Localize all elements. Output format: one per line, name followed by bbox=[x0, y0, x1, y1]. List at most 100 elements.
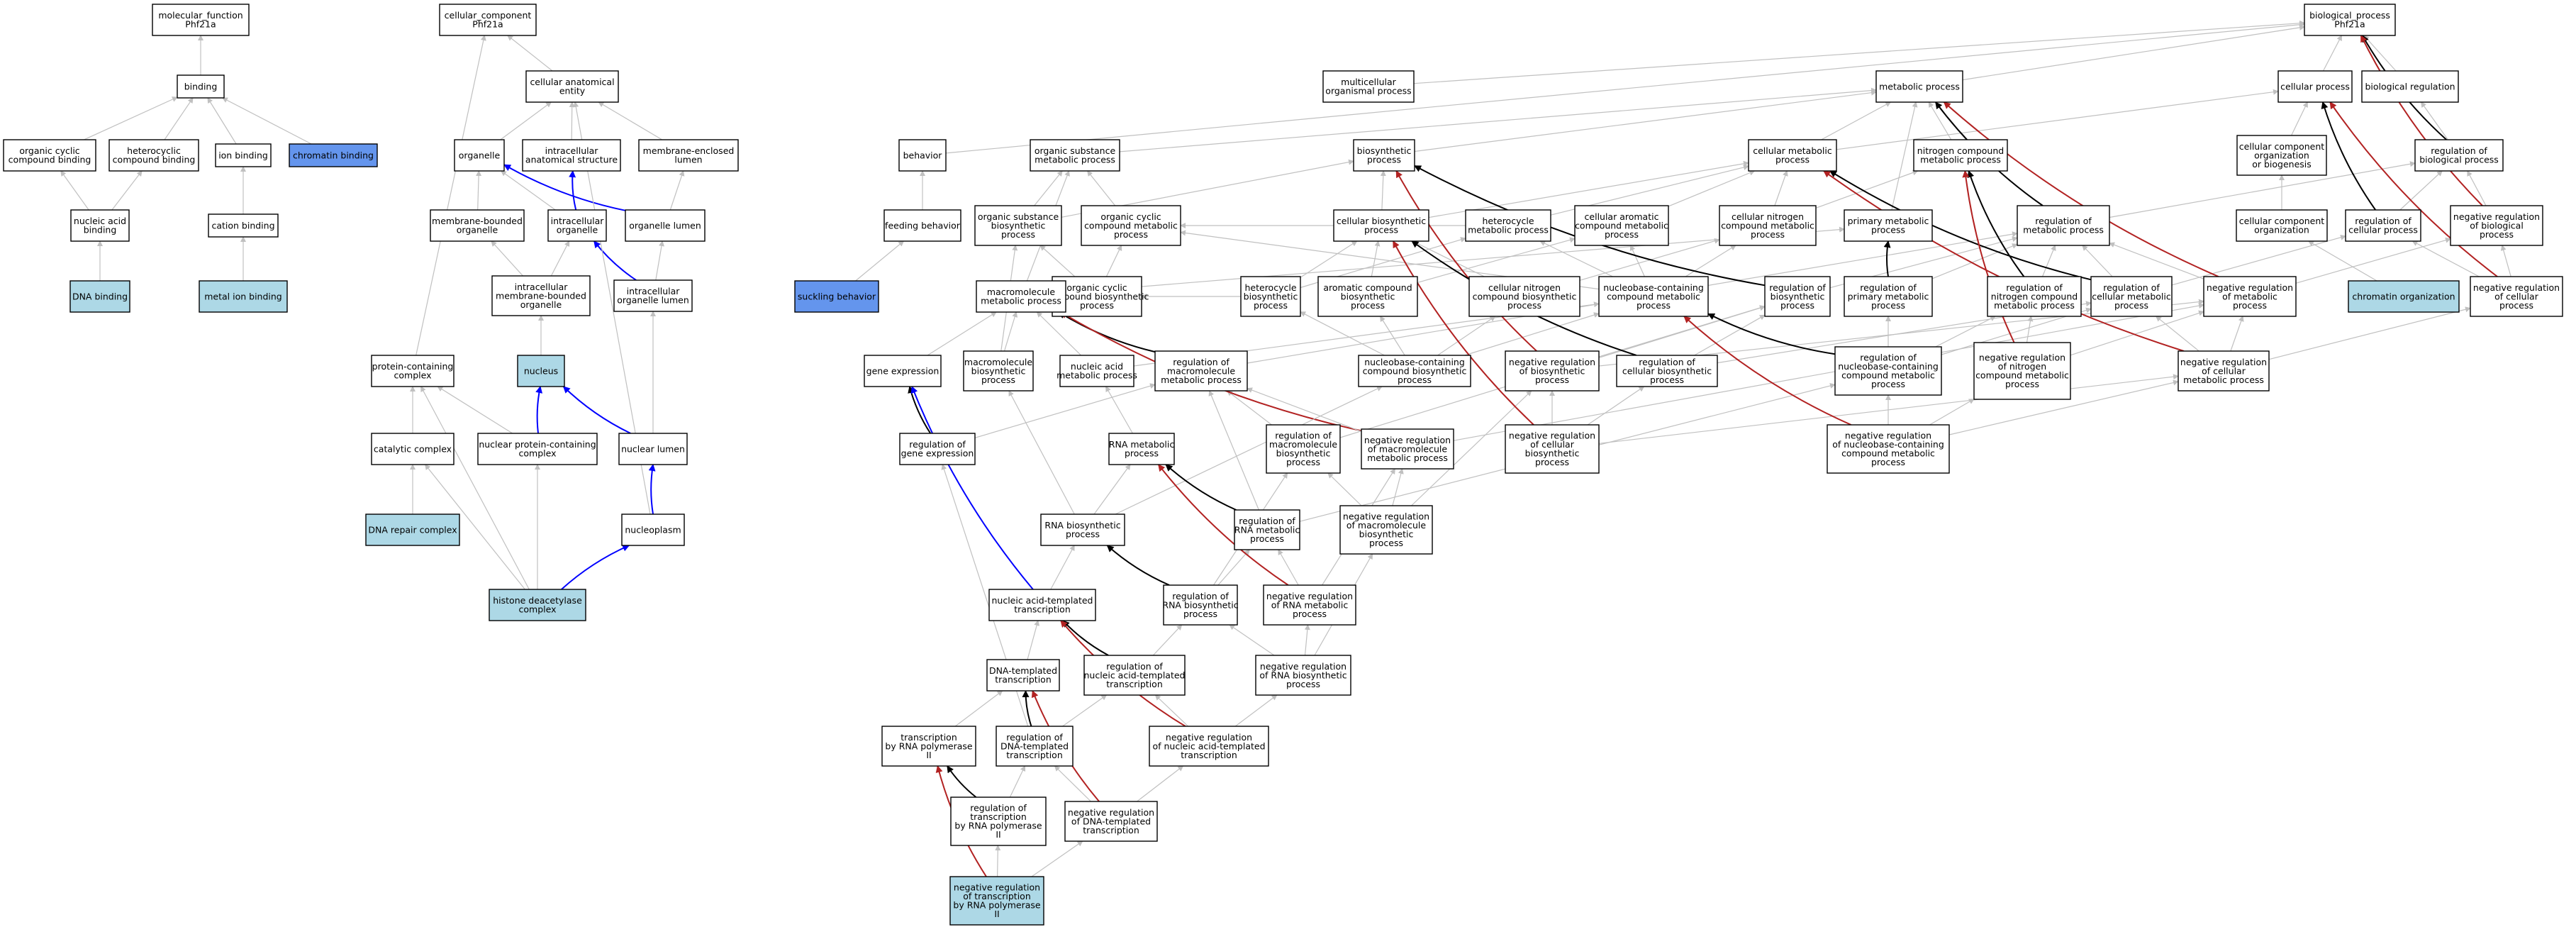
term-node[interactable]: metal ion binding bbox=[199, 280, 288, 313]
term-node[interactable]: nucleus bbox=[517, 355, 565, 387]
term-node[interactable]: suckling behavior bbox=[794, 280, 879, 313]
term-node[interactable]: cellular process bbox=[2277, 70, 2353, 103]
term-box bbox=[1059, 355, 1134, 387]
term-node[interactable]: ion binding bbox=[215, 143, 272, 167]
term-node[interactable]: biological regulation bbox=[2361, 70, 2459, 103]
term-node[interactable]: behavior bbox=[898, 139, 947, 172]
term-node[interactable]: DNA repair complex bbox=[365, 514, 460, 546]
term-box bbox=[988, 589, 1096, 621]
term-node[interactable]: gene expression bbox=[864, 355, 942, 387]
term-node[interactable]: catalytic complex bbox=[371, 433, 455, 465]
term-node[interactable]: organelle lumen bbox=[625, 209, 706, 242]
term-node[interactable]: DNA binding bbox=[69, 280, 130, 313]
term-node[interactable]: binding bbox=[177, 74, 225, 99]
term-node[interactable]: metabolic process bbox=[1875, 70, 1963, 103]
term-node[interactable]: nuclear lumen bbox=[618, 433, 688, 465]
term-label: metabolic process bbox=[1994, 300, 2075, 311]
term-node[interactable]: chromatin organization bbox=[2348, 280, 2460, 313]
term-node[interactable]: chromatin binding bbox=[289, 143, 378, 167]
term-node[interactable]: organelle bbox=[454, 139, 505, 172]
term-node[interactable]: regulation ofnucleobase-containingcompou… bbox=[1834, 346, 1942, 396]
term-node[interactable]: cation binding bbox=[208, 213, 279, 238]
term-node[interactable]: feeding behavior bbox=[883, 209, 961, 242]
term-node[interactable]: nucleoplasm bbox=[621, 514, 685, 546]
term-node[interactable]: regulation ofmacromoleculebiosyntheticpr… bbox=[1266, 424, 1341, 474]
